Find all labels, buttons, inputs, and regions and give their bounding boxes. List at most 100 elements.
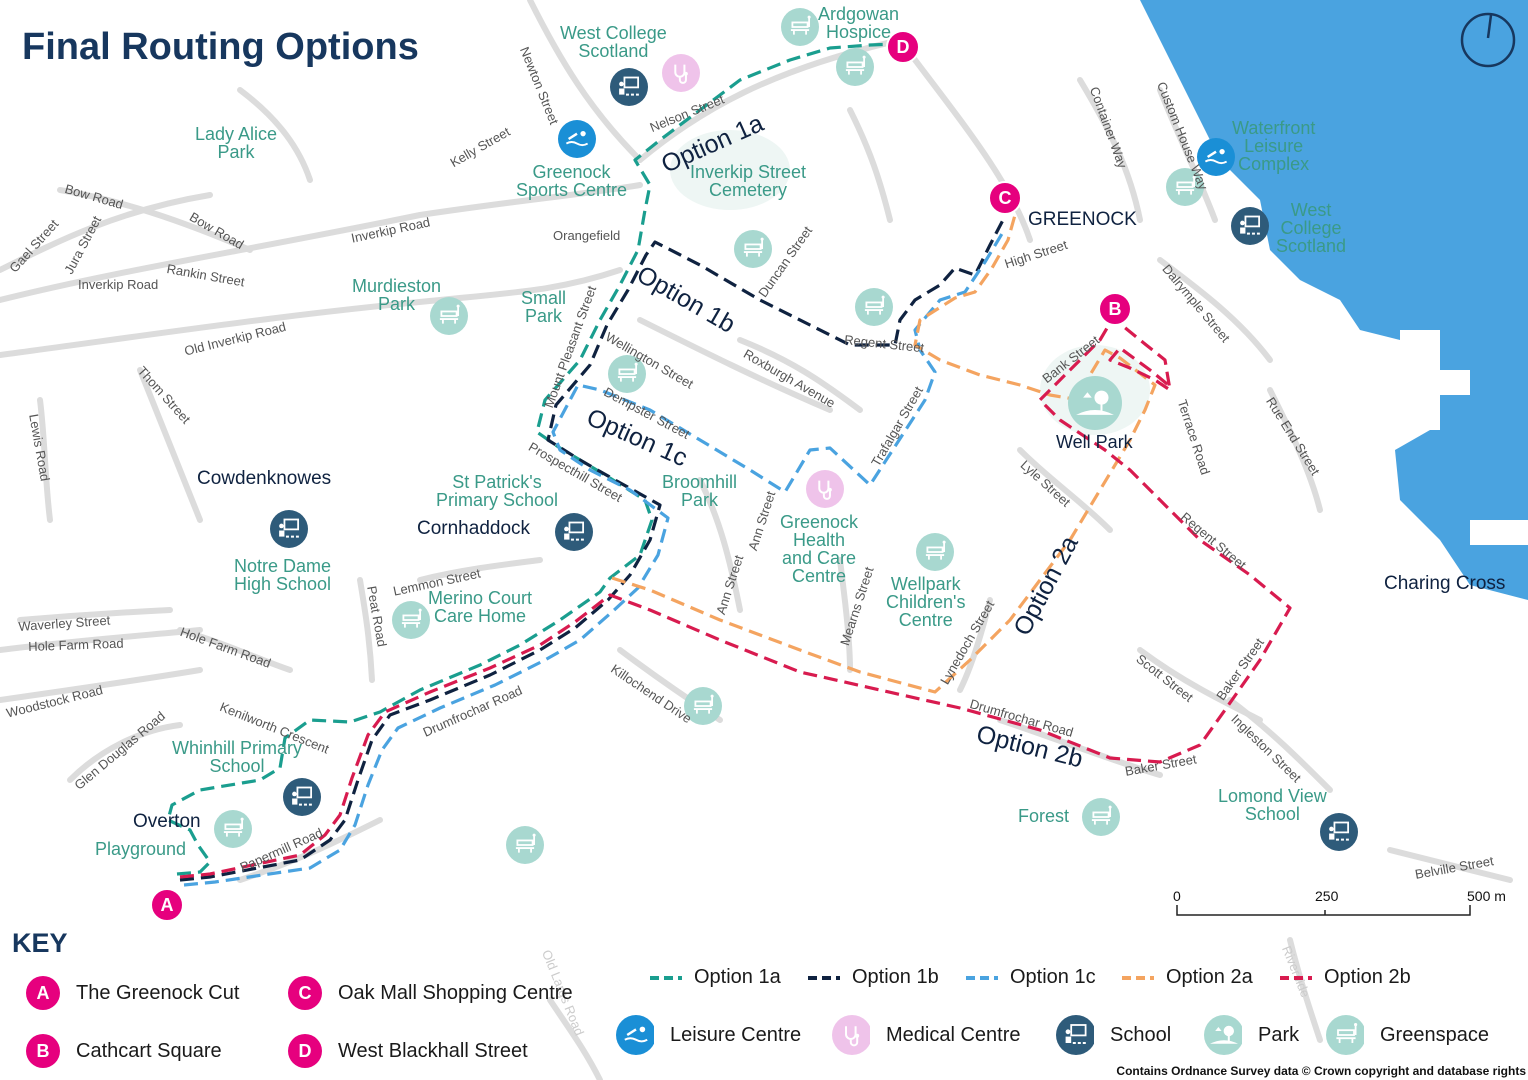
- greenspace-icon[interactable]: [608, 355, 646, 398]
- key-label-a: The Greenock Cut: [76, 981, 240, 1004]
- school-icon[interactable]: [270, 510, 308, 553]
- route-key-label: Option 1b: [852, 966, 939, 988]
- key-title: KEY: [12, 928, 68, 958]
- route-option-2b: [179, 316, 1292, 879]
- route-option-1c: [183, 231, 1005, 887]
- greenspace-icon[interactable]: [1166, 168, 1204, 211]
- route-key-1: Option 1a: [650, 966, 781, 989]
- greenspace-icon[interactable]: [430, 297, 468, 340]
- district-charing-cross: Charing Cross: [1384, 573, 1506, 594]
- route-key-5: Option 2b: [1280, 966, 1411, 989]
- park-icon[interactable]: [1068, 376, 1122, 435]
- leisure-centre-icon[interactable]: [1197, 138, 1235, 181]
- street-inverkip-1: Inverkip Road: [78, 277, 159, 292]
- greenspace-icon[interactable]: [855, 288, 893, 331]
- key-marker-c: C: [288, 976, 322, 1010]
- route-key-label: Option 1a: [694, 966, 781, 988]
- key-label-d: West Blackhall Street: [338, 1039, 528, 1062]
- medical-centre-icon[interactable]: [806, 470, 844, 513]
- icon-key-medical-centre-icon: Medical Centre: [832, 1015, 1021, 1055]
- marker-c[interactable]: C: [988, 181, 1022, 215]
- school-icon[interactable]: [555, 513, 593, 556]
- greenspace-icon[interactable]: [1082, 798, 1120, 841]
- medical-centre-icon: [832, 1015, 870, 1055]
- route-option-1a: [166, 42, 898, 876]
- street-hole-farm-1: Hole Farm Road: [27, 635, 124, 654]
- route-key-3: Option 1c: [966, 966, 1096, 989]
- school-icon[interactable]: [283, 778, 321, 821]
- school-icon[interactable]: [1320, 813, 1358, 856]
- route-swatch: [1122, 975, 1154, 980]
- leisure-centre-icon[interactable]: [558, 120, 596, 163]
- greenspace-icon[interactable]: [836, 48, 874, 91]
- river-water: [1140, 0, 1528, 600]
- north-arrow-icon: [1460, 12, 1516, 68]
- leisure-centre-icon: [616, 1015, 654, 1055]
- greenspace-icon[interactable]: [392, 601, 430, 644]
- dock-land: [1400, 330, 1528, 545]
- greenspace-icon[interactable]: [781, 8, 819, 51]
- icon-key-leisure-centre-icon: Leisure Centre: [616, 1015, 802, 1055]
- credit-text: Contains Ordnance Survey data © Crown co…: [1116, 1064, 1526, 1078]
- icon-key-label: Medical Centre: [886, 1023, 1021, 1046]
- school-icon: [1056, 1015, 1094, 1055]
- key-marker-b: B: [26, 1034, 60, 1068]
- district-greenock: GREENOCK: [1028, 209, 1137, 230]
- school-icon[interactable]: [610, 68, 648, 111]
- route-swatch: [1280, 975, 1312, 980]
- marker-b[interactable]: B: [1098, 292, 1132, 326]
- route-key-4: Option 2a: [1122, 966, 1253, 989]
- icon-key-park-icon: Park: [1204, 1015, 1299, 1055]
- greenspace-icon[interactable]: [214, 810, 252, 853]
- scale-label-500: 500 m: [1467, 888, 1506, 904]
- greenspace-icon[interactable]: [916, 533, 954, 576]
- icon-key-greenspace-icon: Greenspace: [1326, 1015, 1489, 1055]
- scale-bar: [1176, 905, 1471, 916]
- park-icon: [1204, 1015, 1242, 1055]
- icon-key-label: School: [1110, 1023, 1172, 1046]
- greenspace-icon[interactable]: [684, 687, 722, 730]
- greenspace-icon: [1326, 1015, 1364, 1055]
- route-key-label: Option 1c: [1010, 966, 1096, 988]
- routes: [166, 42, 1292, 887]
- district-cowdenknowes: Cowdenknowes: [197, 468, 332, 489]
- route-swatch: [966, 975, 998, 980]
- greenspace-icon[interactable]: [734, 230, 772, 273]
- label-playground: Playground: [95, 839, 187, 859]
- street-orangefield: Orangefield: [553, 228, 621, 243]
- label-forest: Forest: [1018, 806, 1070, 826]
- marker-a[interactable]: A: [150, 888, 184, 922]
- key-item-a: A The Greenock Cut: [26, 976, 239, 1010]
- route-option-2a: [611, 214, 1157, 694]
- school-icon[interactable]: [1231, 207, 1269, 250]
- icon-key-label: Leisure Centre: [670, 1023, 802, 1046]
- route-key-2: Option 1b: [808, 966, 939, 989]
- scale-label-250: 250: [1315, 888, 1339, 904]
- key-marker-a: A: [26, 976, 60, 1010]
- medical-centre-icon[interactable]: [662, 54, 700, 97]
- greenspace-icon[interactable]: [506, 826, 544, 869]
- marker-d[interactable]: D: [886, 30, 920, 64]
